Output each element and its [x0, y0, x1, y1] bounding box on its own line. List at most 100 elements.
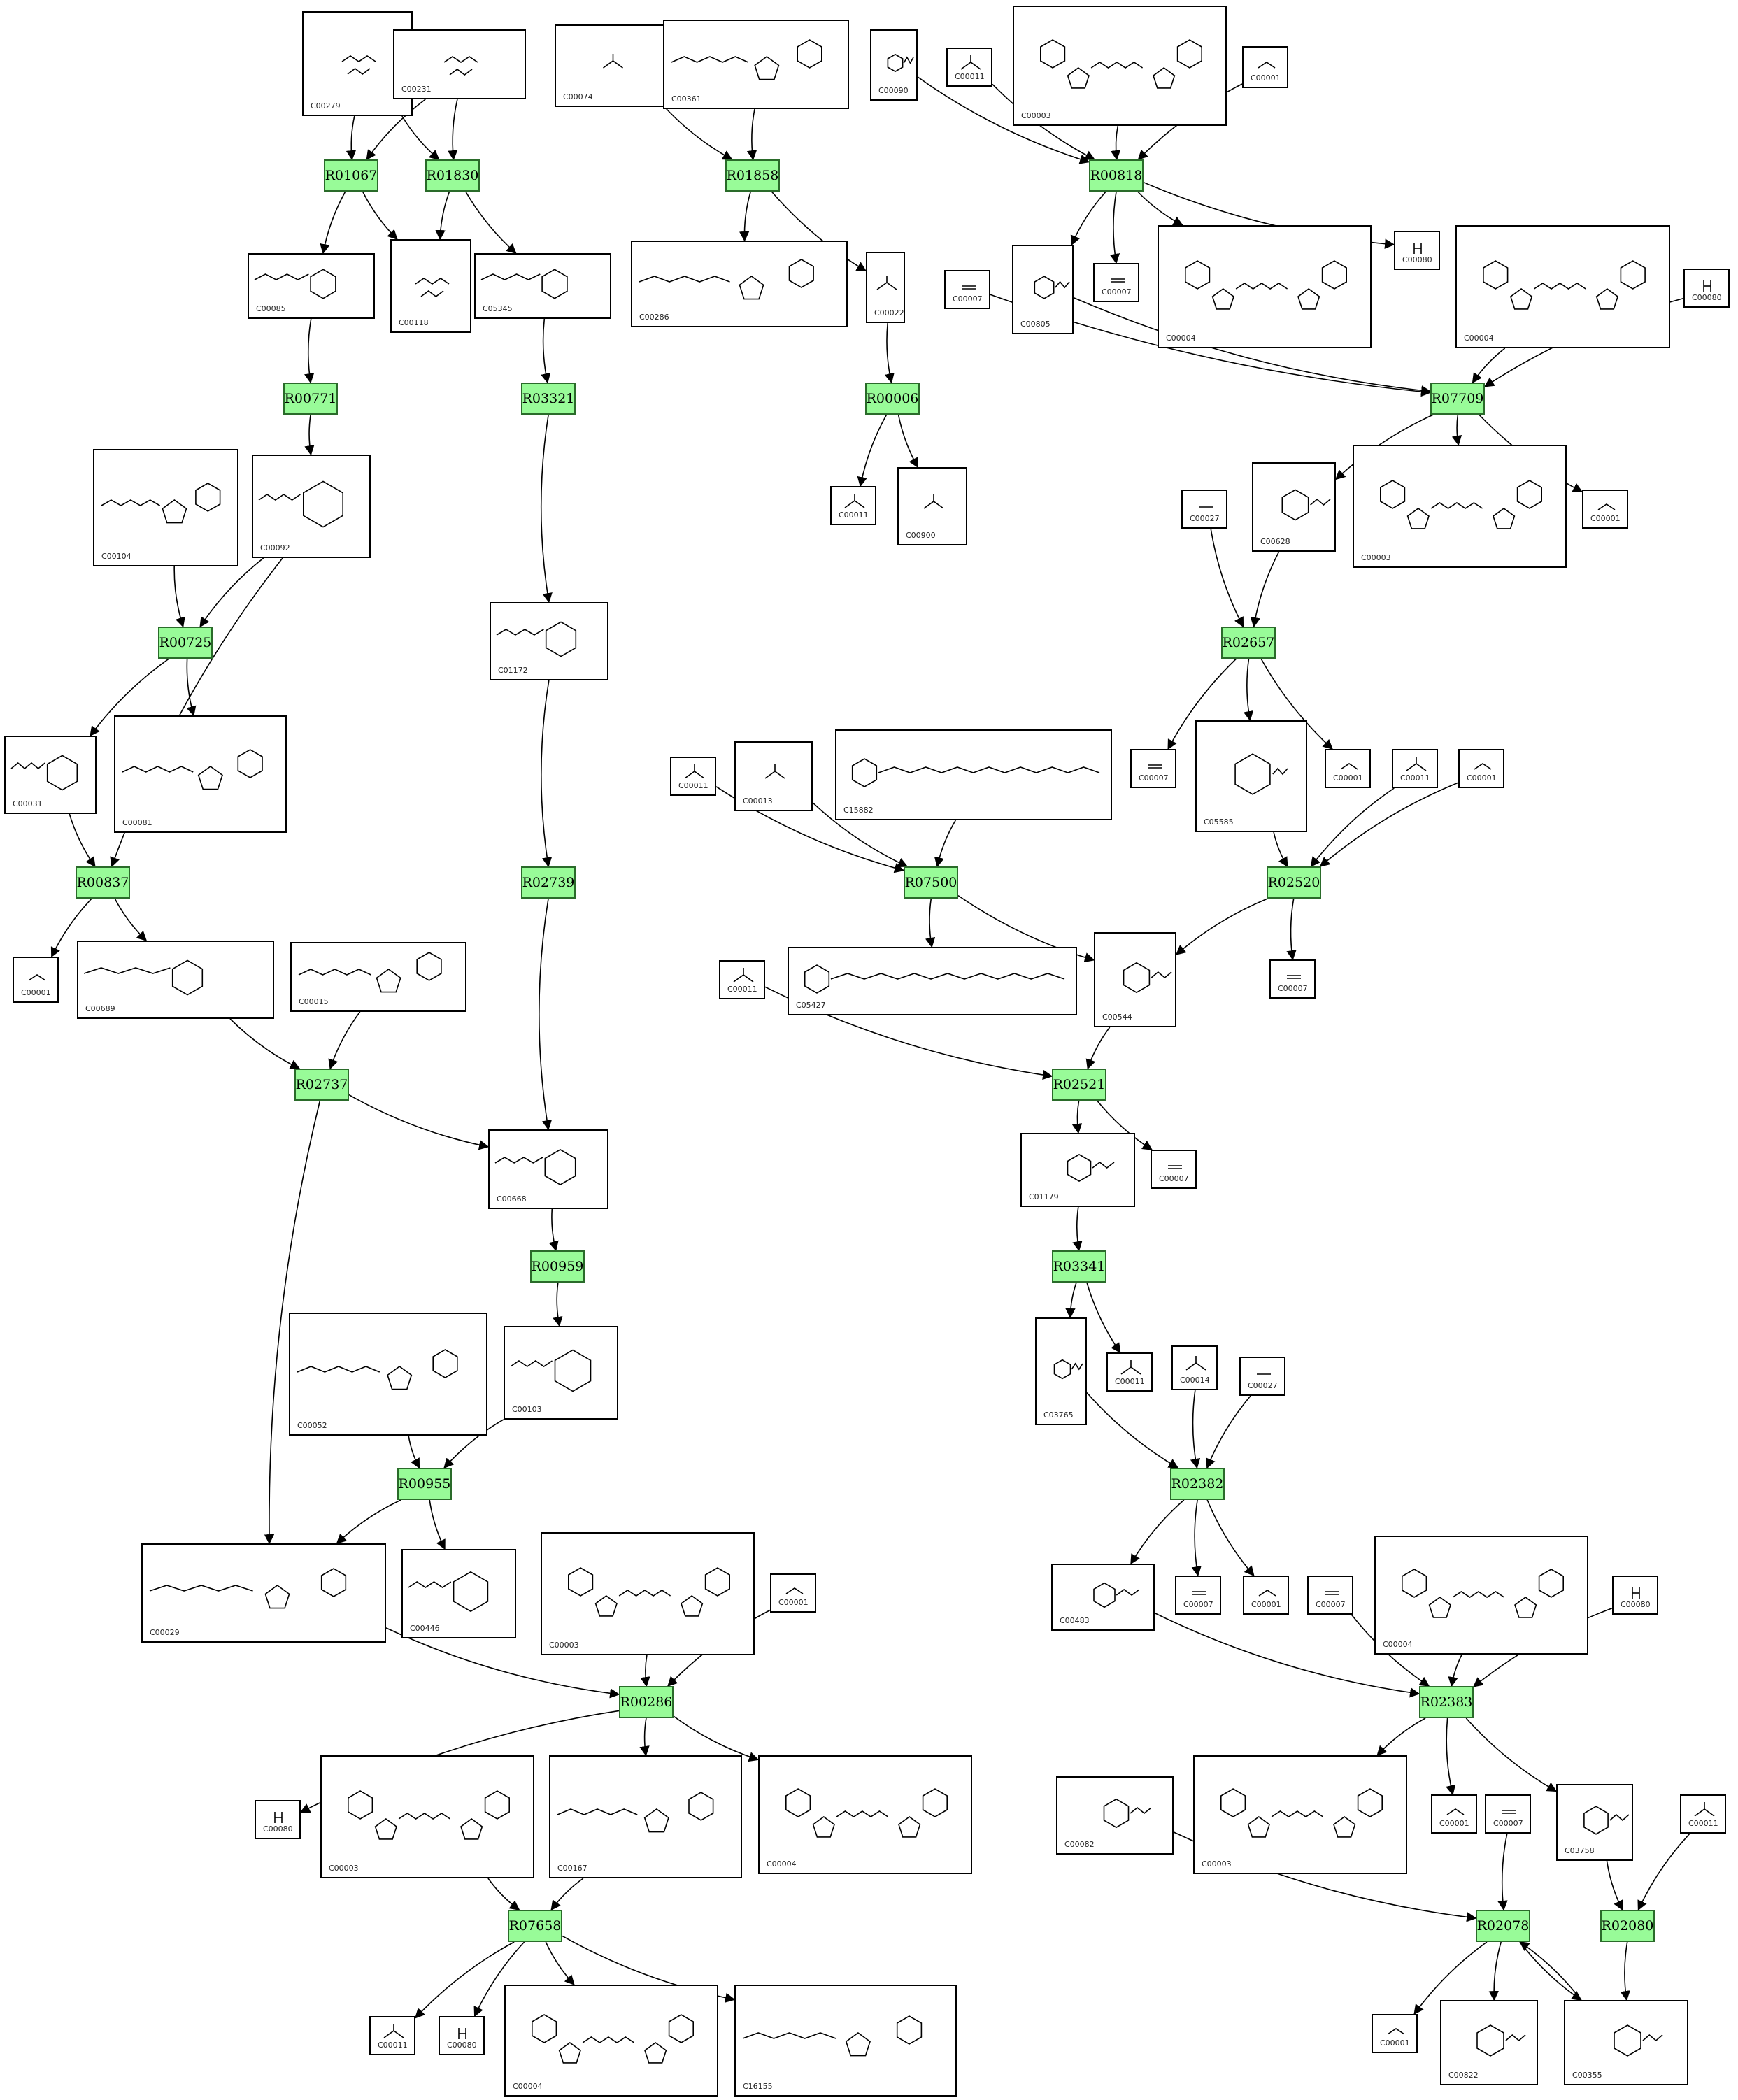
compound-node-c00361[interactable]: C00361: [663, 20, 849, 109]
compound-node-c00001[interactable]: C00001: [1243, 1576, 1289, 1615]
reaction-node-r02383[interactable]: R02383: [1419, 1686, 1474, 1718]
compound-node-c00007[interactable]: C00007: [1269, 959, 1316, 999]
compound-node-c00231[interactable]: C00231: [393, 29, 526, 99]
reaction-node-r01067[interactable]: R01067: [324, 159, 378, 192]
compound-node-c00015[interactable]: C00015: [290, 942, 466, 1012]
reaction-node-r02520[interactable]: R02520: [1267, 866, 1321, 899]
reaction-node-r02078[interactable]: R02078: [1476, 1910, 1530, 1942]
compound-node-c00007[interactable]: C00007: [1307, 1576, 1353, 1615]
compound-node-c00011[interactable]: C00011: [1392, 749, 1438, 788]
reaction-node-r00286[interactable]: R00286: [619, 1686, 674, 1718]
compound-node-c03758[interactable]: C03758: [1556, 1784, 1633, 1861]
compound-node-c00628[interactable]: C00628: [1252, 462, 1336, 552]
compound-node-c00074[interactable]: C00074: [555, 24, 669, 107]
compound-node-c00080[interactable]: C00080: [439, 2016, 485, 2055]
compound-node-c00080[interactable]: C00080: [255, 1800, 301, 1839]
compound-node-c00004[interactable]: C00004: [1158, 225, 1372, 348]
compound-node-c00001[interactable]: C00001: [13, 957, 59, 1003]
compound-node-c00004[interactable]: C00004: [1455, 225, 1670, 348]
compound-node-c00011[interactable]: C00011: [946, 48, 992, 87]
compound-node-c00001[interactable]: C00001: [1431, 1794, 1477, 1834]
compound-node-c03765[interactable]: C03765: [1035, 1317, 1087, 1425]
reaction-node-r01858[interactable]: R01858: [725, 159, 780, 192]
reaction-node-r03341[interactable]: R03341: [1052, 1250, 1106, 1283]
compound-node-c00007[interactable]: C00007: [1485, 1794, 1531, 1834]
compound-node-c00001[interactable]: C00001: [1242, 46, 1288, 88]
reaction-node-r02739[interactable]: R02739: [521, 866, 576, 899]
compound-node-c00001[interactable]: C00001: [1325, 749, 1371, 788]
compound-node-c00001[interactable]: C00001: [1372, 2014, 1418, 2053]
reaction-node-r02382[interactable]: R02382: [1170, 1468, 1225, 1500]
compound-node-c00004[interactable]: C00004: [758, 1755, 972, 1874]
compound-node-c00090[interactable]: C00090: [870, 29, 918, 101]
reaction-node-r02737[interactable]: R02737: [294, 1069, 349, 1101]
reaction-node-r02521[interactable]: R02521: [1052, 1069, 1106, 1101]
compound-node-c00805[interactable]: C00805: [1012, 245, 1074, 334]
reaction-node-r07658[interactable]: R07658: [508, 1910, 562, 1942]
compound-node-c00011[interactable]: C00011: [369, 2016, 415, 2055]
compound-node-c00014[interactable]: C00014: [1171, 1345, 1218, 1390]
compound-node-c00001[interactable]: C00001: [1458, 749, 1504, 788]
compound-node-c00027[interactable]: C00027: [1239, 1357, 1285, 1396]
compound-node-c00003[interactable]: C00003: [1353, 445, 1567, 568]
compound-node-c00007[interactable]: C00007: [1151, 1150, 1197, 1189]
compound-node-c00286[interactable]: C00286: [631, 241, 848, 327]
compound-node-c00011[interactable]: C00011: [1680, 1794, 1726, 1834]
compound-node-c00007[interactable]: C00007: [1130, 749, 1176, 788]
compound-node-c00004[interactable]: C00004: [1374, 1536, 1588, 1655]
compound-node-c01172[interactable]: C01172: [490, 602, 608, 680]
reaction-node-r07709[interactable]: R07709: [1430, 383, 1485, 415]
compound-node-c00007[interactable]: C00007: [1175, 1576, 1221, 1615]
compound-node-c00104[interactable]: C00104: [93, 449, 238, 566]
reaction-node-r01830[interactable]: R01830: [425, 159, 480, 192]
reaction-node-r03321[interactable]: R03321: [521, 383, 576, 415]
reaction-node-r00837[interactable]: R00837: [76, 866, 130, 899]
reaction-node-r00771[interactable]: R00771: [283, 383, 338, 415]
compound-node-c05585[interactable]: C05585: [1195, 720, 1307, 832]
compound-node-c00022[interactable]: C00022: [866, 252, 905, 323]
compound-node-c00013[interactable]: C00013: [734, 741, 813, 811]
reaction-node-r02657[interactable]: R02657: [1221, 627, 1276, 659]
compound-node-c00080[interactable]: C00080: [1394, 231, 1440, 270]
compound-node-c00092[interactable]: C00092: [252, 455, 371, 558]
compound-node-c00081[interactable]: C00081: [114, 715, 287, 833]
compound-node-c00544[interactable]: C00544: [1094, 932, 1176, 1027]
compound-node-c00029[interactable]: C00029: [141, 1543, 386, 1643]
compound-node-c00007[interactable]: C00007: [1093, 263, 1139, 302]
reaction-node-r00006[interactable]: R00006: [865, 383, 920, 415]
compound-node-c00003[interactable]: C00003: [1193, 1755, 1407, 1874]
reaction-node-r00725[interactable]: R00725: [158, 627, 213, 659]
compound-node-c00900[interactable]: C00900: [897, 467, 967, 545]
compound-node-c00118[interactable]: C00118: [390, 239, 471, 333]
compound-node-c00003[interactable]: C00003: [320, 1755, 534, 1878]
compound-node-c00001[interactable]: C00001: [1582, 490, 1628, 529]
compound-node-c00103[interactable]: C00103: [504, 1326, 618, 1420]
compound-node-c00011[interactable]: C00011: [670, 757, 716, 796]
compound-node-c00011[interactable]: C00011: [1106, 1352, 1153, 1392]
compound-node-c00027[interactable]: C00027: [1181, 490, 1227, 529]
compound-node-c00082[interactable]: C00082: [1056, 1776, 1174, 1855]
reaction-node-r00959[interactable]: R00959: [530, 1250, 585, 1283]
compound-node-c00483[interactable]: C00483: [1051, 1564, 1155, 1631]
compound-node-c16155[interactable]: C16155: [734, 1985, 957, 2097]
compound-node-c00003[interactable]: C00003: [541, 1532, 755, 1655]
reaction-node-r00818[interactable]: R00818: [1089, 159, 1144, 192]
reaction-node-r07500[interactable]: R07500: [904, 866, 958, 899]
compound-node-c00031[interactable]: C00031: [4, 736, 97, 814]
compound-node-c00355[interactable]: C00355: [1564, 2000, 1688, 2085]
compound-node-c00004[interactable]: C00004: [504, 1985, 718, 2097]
compound-node-c00822[interactable]: C00822: [1440, 2000, 1538, 2085]
compound-node-c00011[interactable]: C00011: [830, 486, 876, 525]
reaction-node-r02080[interactable]: R02080: [1600, 1910, 1655, 1942]
compound-node-c00011[interactable]: C00011: [719, 960, 765, 999]
compound-node-c15882[interactable]: C15882: [835, 729, 1112, 820]
compound-node-c00446[interactable]: C00446: [401, 1549, 516, 1638]
compound-node-c00689[interactable]: C00689: [77, 941, 274, 1019]
compound-node-c00001[interactable]: C00001: [770, 1573, 816, 1613]
compound-node-c00052[interactable]: C00052: [289, 1313, 487, 1436]
compound-node-c00003[interactable]: C00003: [1013, 6, 1227, 126]
compound-node-c00085[interactable]: C00085: [248, 253, 375, 319]
compound-node-c05427[interactable]: C05427: [788, 947, 1077, 1015]
compound-node-c00080[interactable]: C00080: [1612, 1576, 1658, 1615]
reaction-node-r00955[interactable]: R00955: [397, 1468, 452, 1500]
